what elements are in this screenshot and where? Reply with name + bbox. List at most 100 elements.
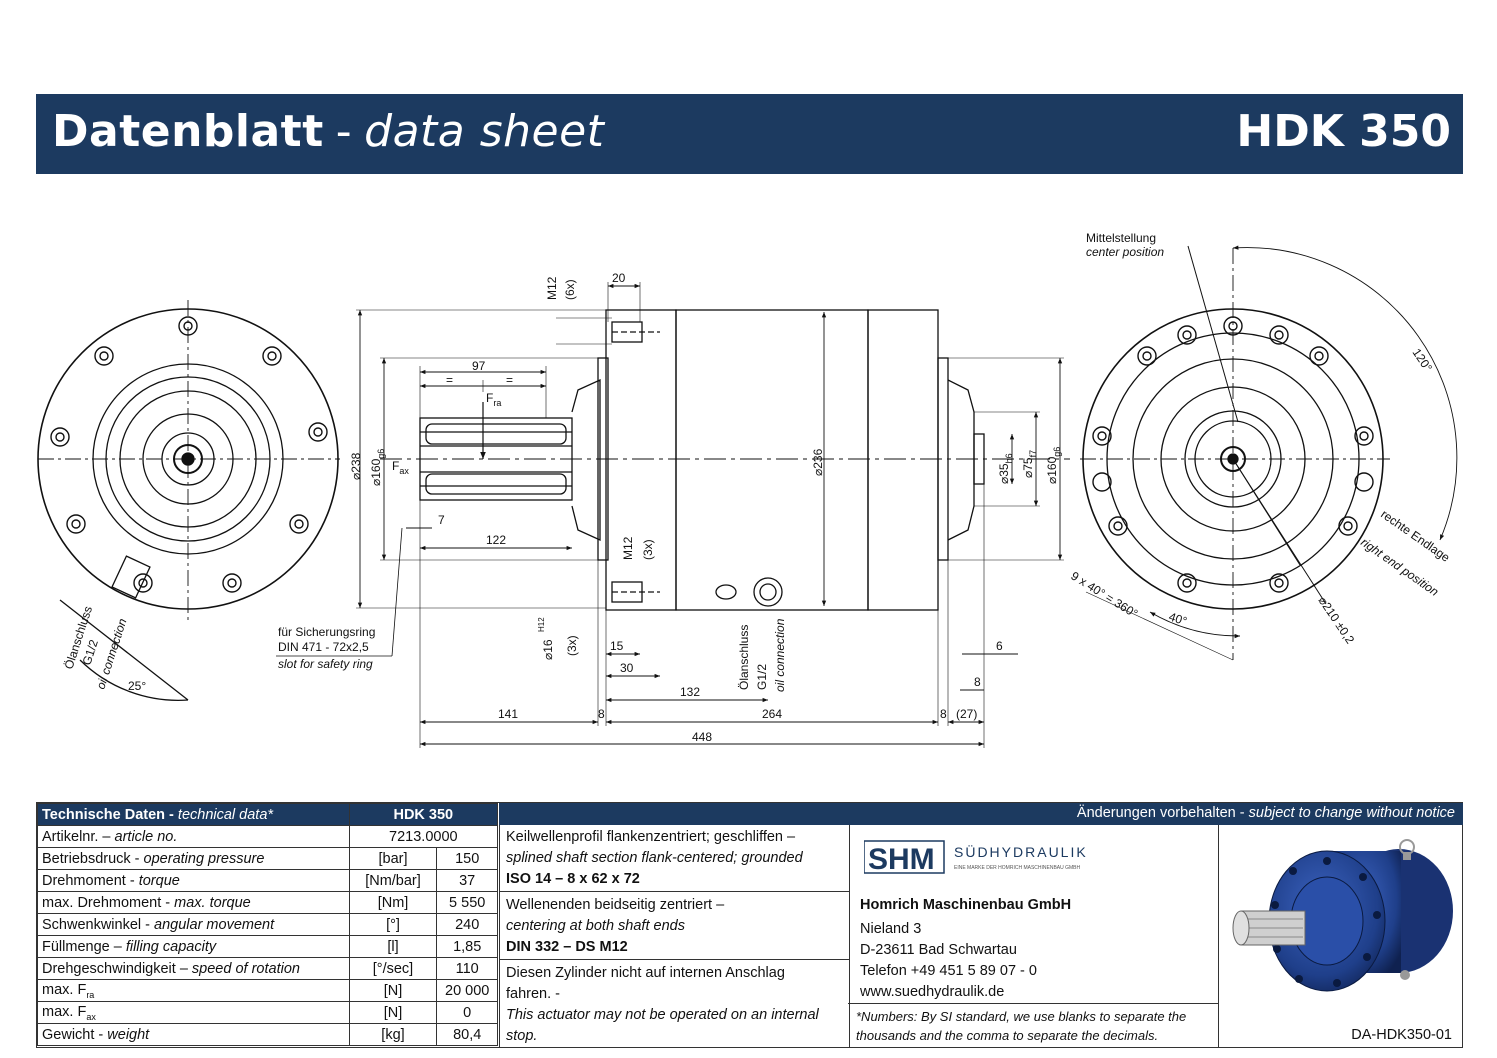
notice-bar: Änderungen vorbehalten - subject to chan…: [499, 803, 1463, 825]
label-center-position: center position: [1086, 245, 1164, 259]
dim-238: ⌀238: [349, 452, 363, 480]
label-angle-40: 40°: [1167, 610, 1189, 629]
spec-block-centering: Wellenenden beidseitig zentriert – cente…: [506, 897, 725, 955]
label-angle-25: 25°: [128, 679, 146, 693]
label-fra: Fra: [486, 391, 501, 408]
table-row: Betriebsdruck - operating pressure [bar]…: [37, 847, 498, 870]
safety-ring-din: DIN 471 - 72x2,5: [278, 640, 369, 654]
dim-h12: H12: [537, 617, 546, 632]
dim-122: 122: [486, 533, 506, 547]
notice-en: subject to change without notice: [1248, 805, 1455, 821]
row-label: max. Drehmoment - max. torque: [37, 891, 350, 914]
spec-block-spline: Keilwellenprofil flankenzentriert; gesch…: [506, 829, 803, 887]
row-value: 37: [436, 869, 498, 892]
row-label: Artikelnr. – article no.: [37, 825, 350, 848]
divider: [500, 891, 849, 892]
model-title: HDK 350: [1236, 106, 1451, 157]
company-street: Nieland 3: [860, 921, 922, 937]
dim-264: 264: [762, 707, 782, 721]
row-label: Drehmoment - torque: [37, 869, 350, 892]
table-row: Füllmenge – filling capacity [l] 1,85: [37, 935, 498, 958]
si-number-note: *Numbers: By SI standard, we use blanks …: [848, 1003, 1218, 1048]
dim-160-left: ⌀160g6: [369, 449, 386, 486]
table-row: max. Fax [N] 0: [37, 1001, 498, 1024]
label-mittelstellung: Mittelstellung: [1086, 231, 1156, 245]
dim-20: 20: [612, 271, 626, 285]
spec-notes: Keilwellenprofil flankenzentriert; gesch…: [499, 825, 850, 1048]
dim-eq-2: =: [506, 373, 513, 387]
dim-30: 30: [620, 661, 634, 675]
row-label: max. Fax: [37, 1001, 350, 1024]
dim-448: 448: [692, 730, 712, 744]
row-value: 20 000: [436, 979, 498, 1002]
row-value: 1,85: [436, 935, 498, 958]
dim-16: ⌀16: [541, 639, 555, 660]
row-label: Drehgeschwindigkeit – speed of rotation: [37, 957, 350, 980]
dim-8b: 8: [940, 707, 947, 721]
row-label: Füllmenge – filling capacity: [37, 935, 350, 958]
company-logo: SHM SÜDHYDRAULIK EINE MARKE DER HOMRICH …: [864, 840, 1088, 876]
dim-75: ⌀75f7: [1021, 450, 1038, 478]
label-angle-120: 120°: [1410, 346, 1436, 375]
row-unit: [N]: [348, 979, 438, 1002]
company-phone: Telefon +49 451 5 89 07 - 0: [860, 963, 1037, 979]
title-en: data sheet: [364, 106, 605, 157]
row-unit: [Nm/bar]: [348, 869, 438, 892]
label-m12-top: M12: [545, 276, 559, 300]
divider: [500, 959, 849, 960]
technical-drawing: Ölanschluss G1/2 oil connection 25°: [37, 231, 1458, 748]
spec-block-warning: Diesen Zylinder nicht auf internen Ansch…: [506, 965, 819, 1044]
table-row: Artikelnr. – article no. 7213.0000: [37, 825, 499, 848]
side-view: [276, 282, 1070, 748]
dim-eq-1: =: [446, 373, 453, 387]
company-city: D-23611 Bad Schwartau: [860, 942, 1017, 958]
table-row: max. Drehmoment - max. torque [Nm] 5 550: [37, 891, 498, 914]
dim-7: 7: [438, 513, 445, 527]
table-row: max. Fra [N] 20 000: [37, 979, 498, 1002]
label-oil-connection-left: oil connection: [94, 616, 130, 690]
svg-text:EINE MARKE DER HOMRICH MASCHIN: EINE MARKE DER HOMRICH MASCHINENBAU GMBH: [954, 865, 1081, 871]
label-6x: (6x): [563, 279, 577, 300]
dim-97: 97: [472, 359, 486, 373]
row-unit: [N]: [348, 1001, 438, 1024]
row-unit: [kg]: [348, 1023, 438, 1046]
row-label: Schwenkwinkel - angular movement: [37, 913, 350, 936]
row-label: Gewicht - weight: [37, 1023, 350, 1046]
title-separator: -: [335, 106, 353, 157]
tech-header-model: HDK 350: [348, 803, 499, 826]
notice-de: Änderungen vorbehalten -: [1076, 805, 1245, 821]
dim-8a: 8: [598, 707, 605, 721]
row-label: max. Fra: [37, 979, 350, 1002]
dim-132: 132: [680, 685, 700, 699]
company-website[interactable]: www.suedhydraulik.de: [860, 984, 1005, 1000]
right-end-view: [1080, 245, 1458, 661]
tech-table-header: Technische Daten - technical data* HDK 3…: [37, 803, 499, 826]
label-oelanschluss-mid: Ölanschluss: [737, 625, 751, 690]
table-row: Gewicht - weight [kg] 80,4: [37, 1023, 498, 1046]
dim-160-right: ⌀160g6: [1045, 447, 1062, 484]
label-g12-mid: G1/2: [755, 664, 769, 690]
company-info: SHM SÜDHYDRAULIK EINE MARKE DER HOMRICH …: [848, 825, 1218, 1048]
label-dia-210: ⌀210 ±0,2: [1316, 594, 1358, 647]
label-oil-connection-mid: oil connection: [773, 618, 787, 692]
svg-text:SÜDHYDRAULIK: SÜDHYDRAULIK: [954, 843, 1088, 860]
label-m12-bottom: M12: [621, 536, 635, 560]
tech-header-label: Technische Daten - technical data*: [37, 803, 350, 826]
actuator-illustration: [1232, 839, 1453, 992]
row-unit: [bar]: [348, 847, 438, 870]
row-value: 7213.0000: [348, 825, 499, 848]
dim-8-right: 8: [974, 675, 981, 689]
footer-panel: Technische Daten - technical data* HDK 3…: [36, 802, 1463, 1048]
header-bar: Datenblatt-data sheet HDK 350: [36, 94, 1463, 174]
label-3x-b: (3x): [565, 635, 579, 656]
row-unit: [°]: [348, 913, 438, 936]
row-value: 80,4: [436, 1023, 498, 1046]
company-name: Homrich Maschinenbau GmbH: [860, 897, 1072, 913]
table-row: Schwenkwinkel - angular movement [°] 240: [37, 913, 498, 936]
row-value: 240: [436, 913, 498, 936]
row-unit: [Nm]: [348, 891, 438, 914]
safety-ring-en: slot for safety ring: [278, 657, 373, 671]
document-number: DA-HDK350-01: [1351, 1027, 1452, 1043]
row-value: 0: [436, 1001, 498, 1024]
dim-236: ⌀236: [811, 448, 825, 476]
